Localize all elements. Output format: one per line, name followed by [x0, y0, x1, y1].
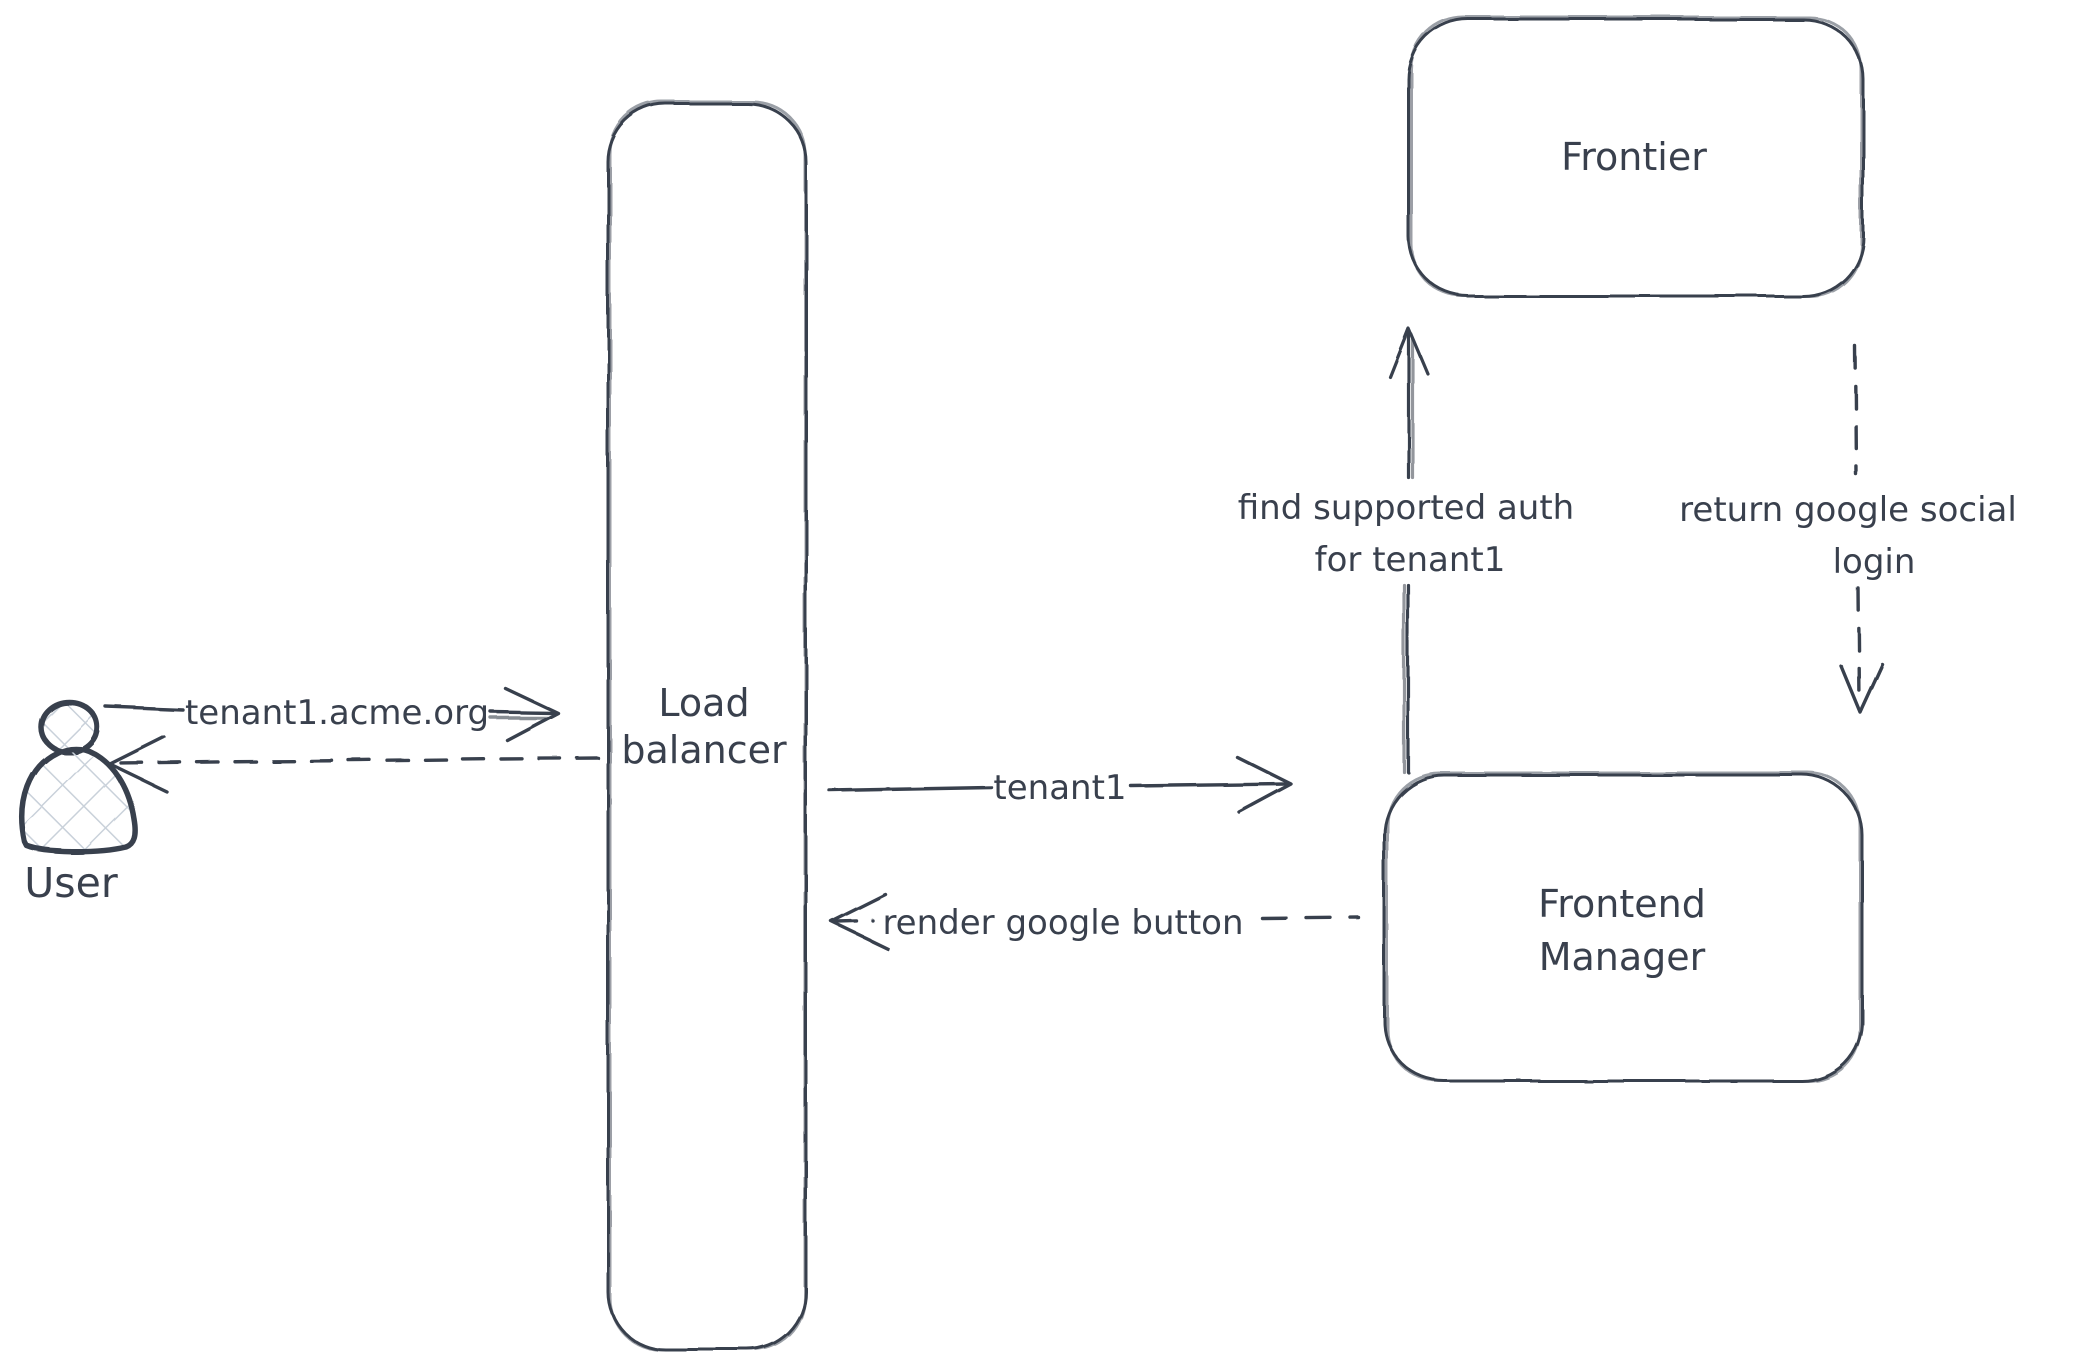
- edge-label-find-supported-auth-line1: find supported auth: [1238, 488, 1574, 528]
- frontend-manager-label-line1: Frontend: [1538, 882, 1706, 926]
- user-actor-icon: [19, 699, 138, 855]
- arrowhead-up-icon: [1388, 327, 1430, 379]
- arrow-user-to-load-balancer: [104, 687, 561, 743]
- edge-label-render-google-button: render google button: [882, 903, 1243, 943]
- load-balancer-label-line1: Load: [658, 681, 749, 725]
- arrow-frontend-manager-to-load-balancer: [829, 892, 1360, 950]
- edge-label-find-supported-auth-line2: for tenant1: [1315, 540, 1506, 580]
- arrowhead-down-icon: [1839, 662, 1884, 714]
- arrow-frontend-manager-to-frontier: [1388, 327, 1430, 774]
- arrow-load-balancer-to-user: [108, 735, 600, 793]
- frontier-node: [1406, 15, 1865, 298]
- user-head: [38, 699, 100, 755]
- arrow-load-balancer-to-frontend-manager: [828, 755, 1293, 814]
- edge-label-return-google-social-line1: return google social: [1679, 490, 2017, 530]
- arrowhead-right-icon: [504, 687, 561, 743]
- arrowhead-left-icon: [108, 735, 168, 793]
- load-balancer-label-line2: balancer: [621, 728, 787, 772]
- arrow-frontier-to-frontend-manager: [1839, 344, 1884, 714]
- user-label: User: [24, 859, 118, 907]
- load-balancer-node: [606, 100, 808, 1352]
- user-body: [19, 745, 138, 855]
- frontier-label: Frontier: [1561, 135, 1707, 179]
- frontend-manager-node: [1382, 771, 1864, 1083]
- edge-label-tenant1: tenant1: [993, 768, 1126, 808]
- edge-label-tenant1-acme-org: tenant1.acme.org: [185, 693, 489, 733]
- frontend-manager-label-line2: Manager: [1539, 935, 1706, 979]
- edge-label-return-google-social-line2: login: [1833, 542, 1916, 582]
- arrowhead-left-icon: [829, 892, 889, 950]
- arrowhead-right-icon: [1235, 755, 1293, 814]
